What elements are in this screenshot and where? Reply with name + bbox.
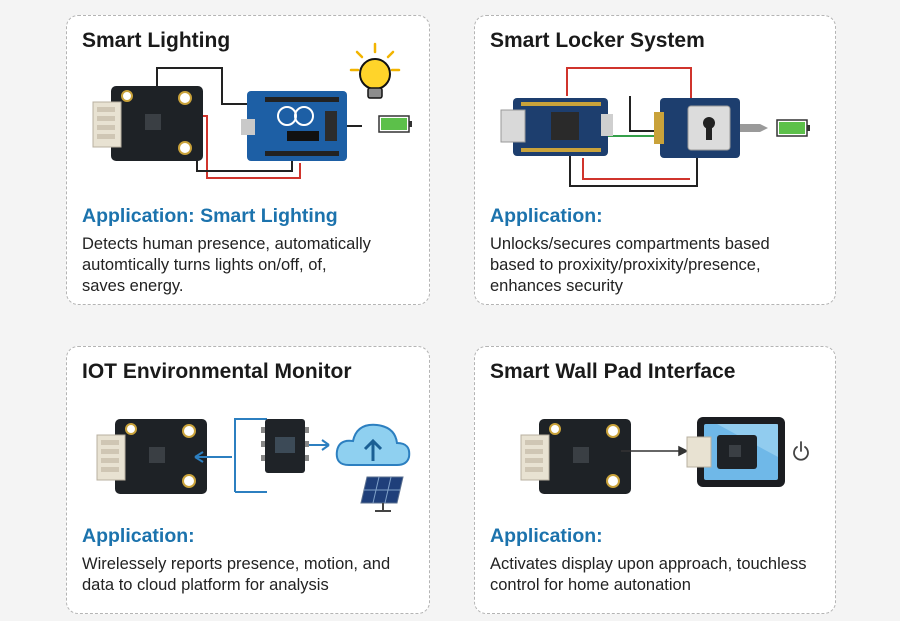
description-line: Wirelessely reports presence, motion, an… [82, 555, 391, 573]
light-bulb-icon [349, 42, 401, 99]
application-label: Application: Smart Lighting [82, 205, 338, 227]
description-line: data to cloud platform for analysis [82, 576, 329, 594]
description-line: control for home autonation [490, 576, 691, 594]
card-title: Smart Locker System [490, 29, 705, 52]
card-smart-lighting: Smart Lighting [66, 15, 430, 305]
card-wall-pad: Smart Wall Pad Interface [474, 346, 836, 614]
wall-pad-diagram [520, 417, 809, 494]
description-line: Unlocks/secures compartments based [490, 235, 770, 253]
tablet-display-icon [686, 417, 785, 487]
card-description: Wirelessely reports presence, motion, an… [82, 554, 390, 596]
card-description: Unlocks/secures compartments based based… [490, 234, 770, 297]
card-title: IOT Environmental Monitor [82, 360, 352, 383]
data-flow-arrows [194, 418, 330, 493]
description-line: based to proxixity/proxixity/presence, [490, 256, 761, 274]
sensor-module-icon [96, 419, 207, 494]
iot-monitor-diagram [96, 418, 411, 512]
description-line: Detects human presence, automatically [82, 235, 371, 253]
card-title: Smart Lighting [82, 29, 231, 52]
card-smart-locker: Smart Locker System [474, 15, 836, 305]
smart-lighting-diagram [92, 42, 412, 179]
card-title: Smart Wall Pad Interface [490, 360, 736, 383]
sensor-module-icon [92, 86, 203, 161]
power-icon [793, 441, 809, 461]
lock-module-icon [654, 98, 768, 158]
card-iot-monitor: IOT Environmental Monitor [66, 346, 430, 614]
card-description: Detects human presence, automatically au… [82, 234, 371, 297]
signal-arrow [621, 445, 689, 457]
application-label: Application: [82, 525, 195, 547]
cloud-upload-icon [335, 423, 411, 466]
battery-icon [378, 115, 412, 133]
description-line: saves energy. [82, 277, 184, 295]
sensor-module-icon [520, 419, 631, 494]
description-line: Activates display upon approach, touchle… [490, 555, 807, 573]
application-label: Application: [490, 525, 603, 547]
application-label: Application: [490, 205, 603, 227]
description-line: enhances security [490, 277, 623, 295]
microcontroller-board-icon [500, 98, 613, 156]
smart-locker-diagram [500, 67, 810, 187]
battery-icon [776, 119, 810, 137]
arduino-board-icon [241, 91, 347, 161]
card-description: Activates display upon approach, touchle… [490, 554, 806, 596]
description-line: automtically turns lights on/off, of, [82, 256, 327, 274]
solar-panel-icon [360, 476, 404, 512]
transceiver-icon [261, 419, 309, 473]
